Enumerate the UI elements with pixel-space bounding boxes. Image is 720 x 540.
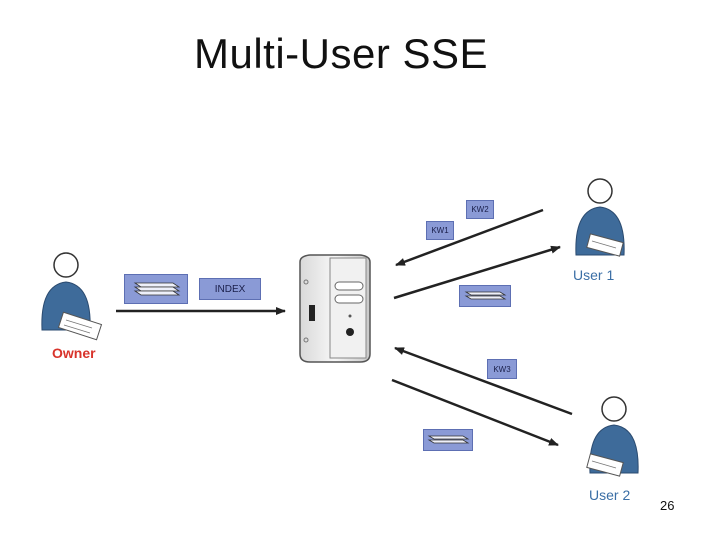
keyword-tag-kw1: KW1 — [426, 221, 454, 240]
server-to-user2-arrow — [391, 378, 559, 447]
server-to-user1-arrow — [393, 245, 561, 300]
person-user2-icon — [586, 396, 639, 477]
document-stack-icon — [459, 285, 511, 307]
user1-label: User 1 — [573, 267, 615, 283]
document-stack-icon — [124, 274, 188, 304]
server-icon — [299, 254, 371, 363]
user2-label: User 2 — [589, 487, 631, 503]
person-owner-icon — [41, 252, 103, 341]
page-number: 26 — [660, 498, 675, 513]
document-stack-icon — [423, 429, 473, 451]
keyword-tag-kw3: KW3 — [487, 359, 517, 379]
user2-keyword-arrow — [394, 346, 573, 416]
owner-label: Owner — [52, 345, 96, 361]
person-user1-icon — [575, 178, 625, 257]
slide-title: Multi-User SSE — [194, 30, 489, 77]
keyword-tag-kw2: KW2 — [466, 200, 494, 219]
user1-keyword-arrow — [395, 208, 544, 267]
index-tag: INDEX — [199, 278, 261, 300]
